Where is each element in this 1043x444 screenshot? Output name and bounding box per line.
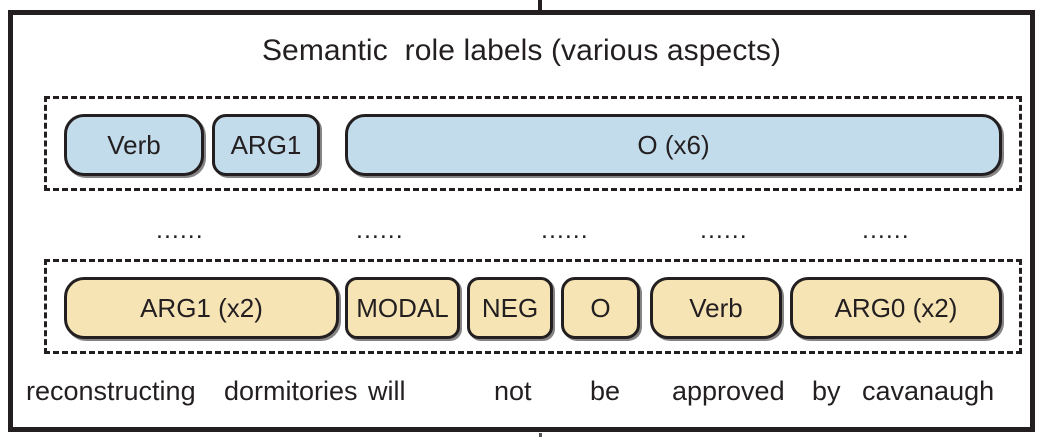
ellipsis-mark-2: ...... xyxy=(356,216,404,244)
sentence-token-dormitories: dormitories xyxy=(224,376,358,406)
label-chip-verb-top[interactable]: Verb xyxy=(64,114,204,176)
sentence-token-be: be xyxy=(590,376,621,406)
sentence-token-cavanaugh: cavanaugh xyxy=(862,376,995,406)
sentence-token-reconstructing: reconstructing xyxy=(26,376,196,406)
label-chip-arg1-top[interactable]: ARG1 xyxy=(212,114,320,176)
frame-tick-top xyxy=(538,0,542,11)
frame-border-right xyxy=(1030,10,1035,432)
ellipsis-mark-1: ...... xyxy=(156,216,204,244)
aspect-group-top xyxy=(44,96,1022,191)
ellipsis-mark-3: ...... xyxy=(541,216,589,244)
frame-border-top xyxy=(8,10,1035,15)
label-chip-modal[interactable]: MODAL xyxy=(345,277,460,339)
sentence-token-approved: approved xyxy=(672,376,785,406)
frame-border-left xyxy=(8,10,13,432)
label-chip-o-x6-top[interactable]: O (x6) xyxy=(345,114,1002,176)
frame-border-bottom xyxy=(8,427,1035,432)
sentence-token-will: will xyxy=(368,376,406,406)
sentence-token-not: not xyxy=(494,376,532,406)
label-chip-neg[interactable]: NEG xyxy=(467,277,553,339)
aspect-group-bottom xyxy=(44,259,1022,354)
sentence-token-by: by xyxy=(812,376,841,406)
label-chip-arg0-x2[interactable]: ARG0 (x2) xyxy=(790,277,1002,339)
label-chip-verb-bottom[interactable]: Verb xyxy=(650,277,782,339)
ellipsis-mark-5: ...... xyxy=(862,216,910,244)
label-chip-arg1-x2[interactable]: ARG1 (x2) xyxy=(64,277,339,339)
ellipsis-mark-4: ...... xyxy=(700,216,748,244)
frame-tick-bottom xyxy=(539,433,542,437)
label-chip-o[interactable]: O xyxy=(561,277,640,339)
figure-title: Semantic role labels (various aspects) xyxy=(261,34,782,67)
